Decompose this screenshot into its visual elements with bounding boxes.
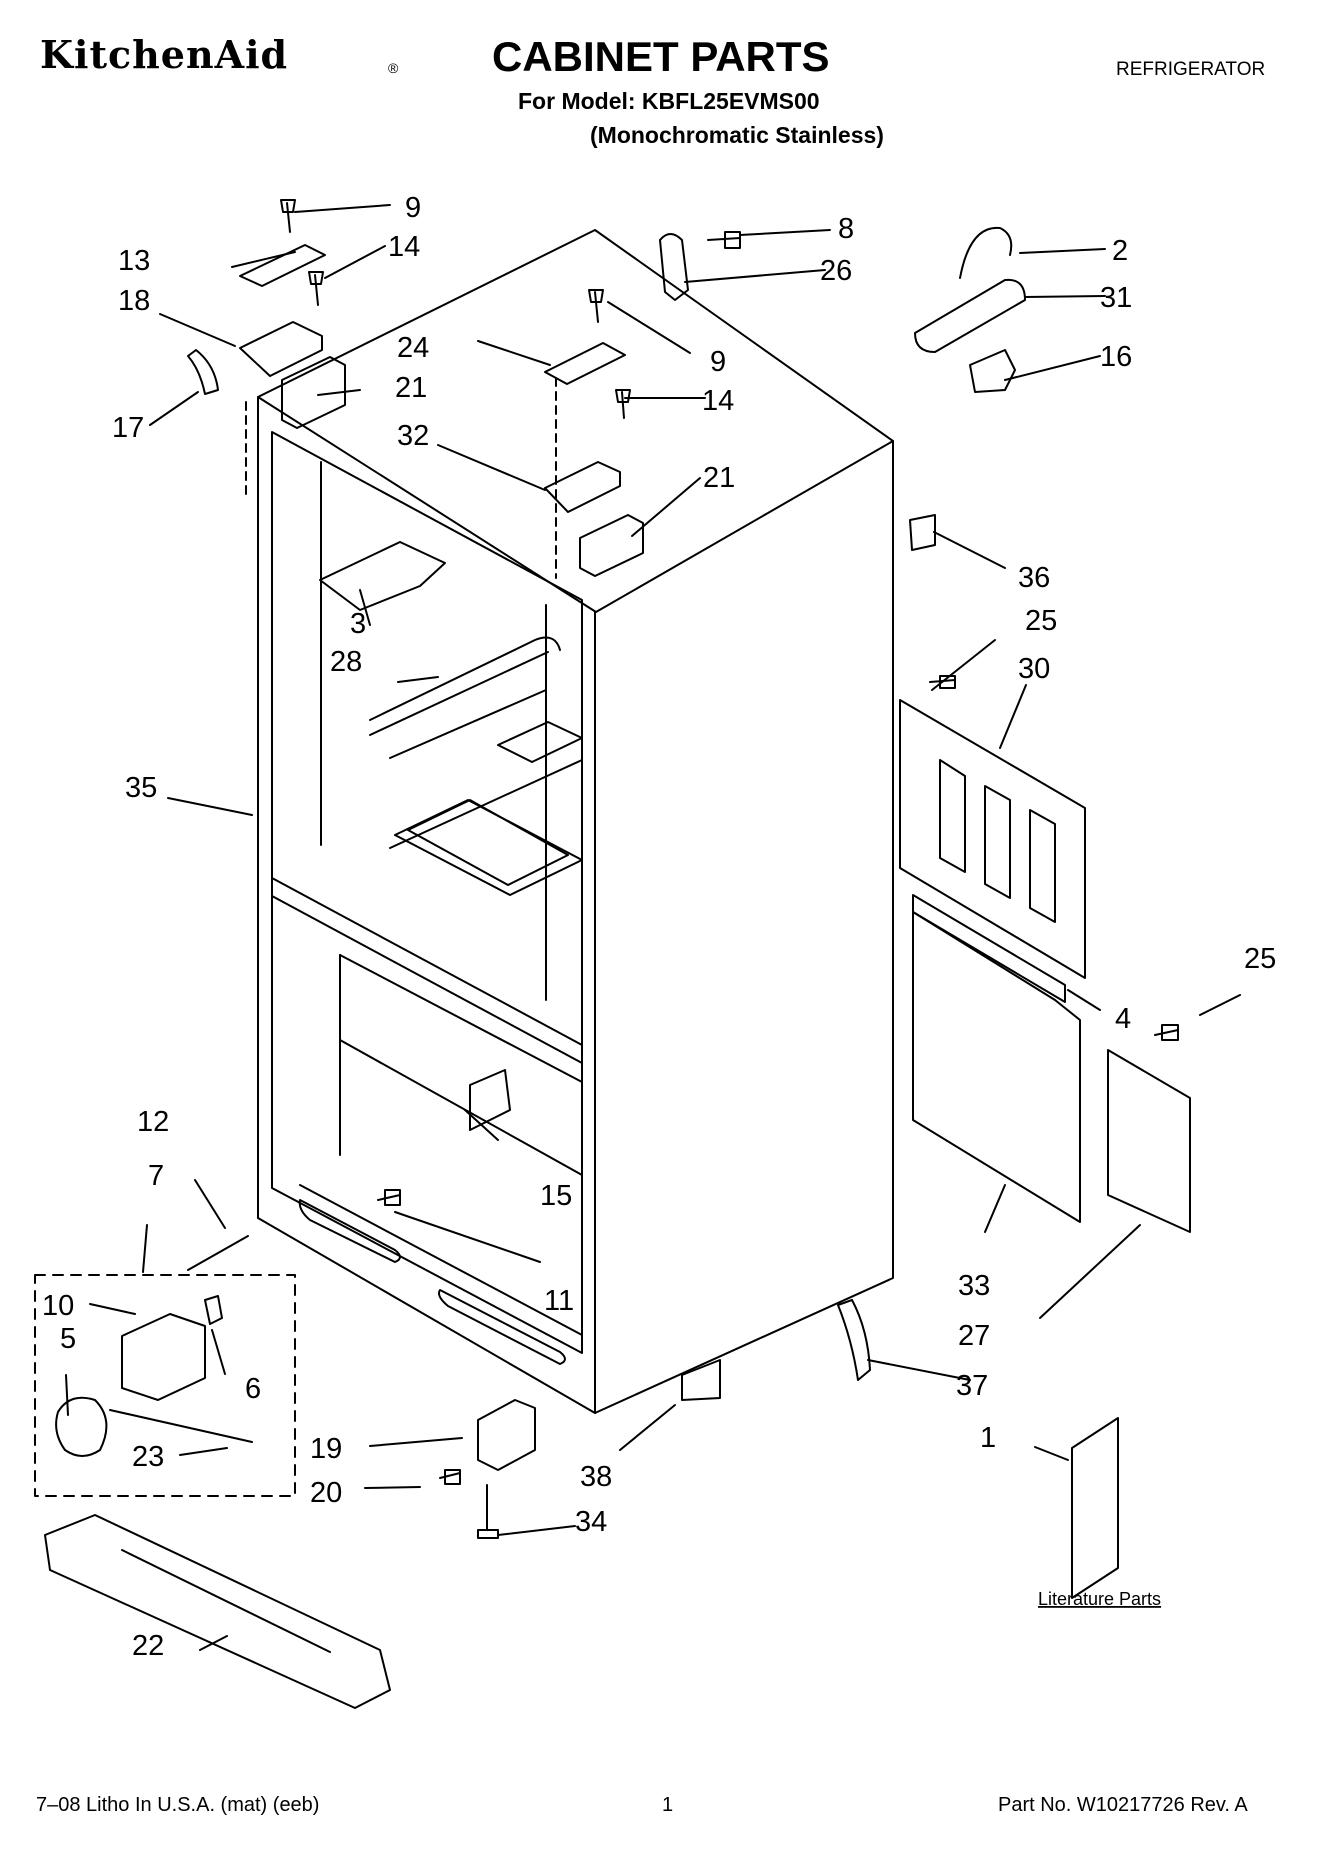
finish-line: (Monochromatic Stainless) <box>590 122 884 148</box>
callout-31: 31 <box>1100 282 1132 314</box>
callout-36: 36 <box>1018 562 1050 594</box>
callout-14-top-left: 14 <box>388 231 420 263</box>
callout-25-lower: 25 <box>1244 943 1276 975</box>
callout-17: 17 <box>112 412 144 444</box>
callout-26: 26 <box>820 255 852 287</box>
callout-38: 38 <box>580 1461 612 1493</box>
top-right-parts-drawing <box>659 226 1026 393</box>
registered-mark: ® <box>388 60 399 76</box>
callout-4: 4 <box>1115 1003 1131 1035</box>
callout-5: 5 <box>60 1323 76 1355</box>
callout-20: 20 <box>310 1477 342 1509</box>
callout-6: 6 <box>245 1373 261 1405</box>
callout-24: 24 <box>397 332 429 364</box>
callout-12: 12 <box>137 1106 169 1138</box>
callout-11: 11 <box>544 1285 574 1317</box>
leader-lines <box>65 204 1241 1651</box>
callout-35: 35 <box>125 772 157 804</box>
literature-parts-label: Literature Parts <box>1038 1589 1161 1609</box>
page-number: 1 <box>662 1794 674 1816</box>
callout-16: 16 <box>1100 341 1132 373</box>
callout-13: 13 <box>118 245 150 277</box>
callout-27: 27 <box>958 1320 990 1352</box>
callout-18: 18 <box>118 285 150 317</box>
callout-19: 19 <box>310 1433 342 1465</box>
callout-numbers: 9 8 2 13 14 26 31 18 9 16 24 21 17 14 32… <box>42 192 1276 1662</box>
callout-22: 22 <box>132 1630 164 1662</box>
print-info: 7–08 Litho In U.S.A. (mat) (eeb) <box>36 1794 320 1816</box>
callout-34: 34 <box>575 1506 607 1538</box>
callout-15: 15 <box>540 1180 572 1212</box>
callout-9-top-middle: 9 <box>710 346 726 378</box>
callout-3: 3 <box>350 608 366 640</box>
callout-10: 10 <box>42 1290 74 1322</box>
callout-37: 37 <box>956 1370 988 1402</box>
callout-32: 32 <box>397 420 429 452</box>
callout-30: 30 <box>1018 653 1050 685</box>
side-panels-drawing <box>837 514 1191 1381</box>
refrigerator-cabinet-drawing <box>257 229 894 1414</box>
appliance-category: REFRIGERATOR <box>1116 59 1266 80</box>
callout-33: 33 <box>958 1270 990 1302</box>
callout-14-top-middle: 14 <box>702 385 734 417</box>
brand-logo: KitchenAid <box>40 32 289 77</box>
callout-21-top-left: 21 <box>395 372 427 404</box>
callout-7: 7 <box>148 1160 164 1192</box>
callout-21-top-middle: 21 <box>703 462 735 494</box>
lower-parts-drawing <box>187 1069 1119 1599</box>
callout-2: 2 <box>1112 235 1128 267</box>
callout-9-top-left: 9 <box>405 192 421 224</box>
callout-25-upper: 25 <box>1025 605 1057 637</box>
callout-23: 23 <box>132 1441 164 1473</box>
callout-8: 8 <box>838 213 854 245</box>
ice-maker-assembly-drawing <box>34 1274 391 1709</box>
callout-1: 1 <box>980 1422 996 1454</box>
part-number: Part No. W10217726 Rev. A <box>998 1794 1248 1816</box>
model-line: For Model: KBFL25EVMS00 <box>518 88 820 114</box>
page-title: CABINET PARTS <box>492 33 830 80</box>
callout-28: 28 <box>330 646 362 678</box>
